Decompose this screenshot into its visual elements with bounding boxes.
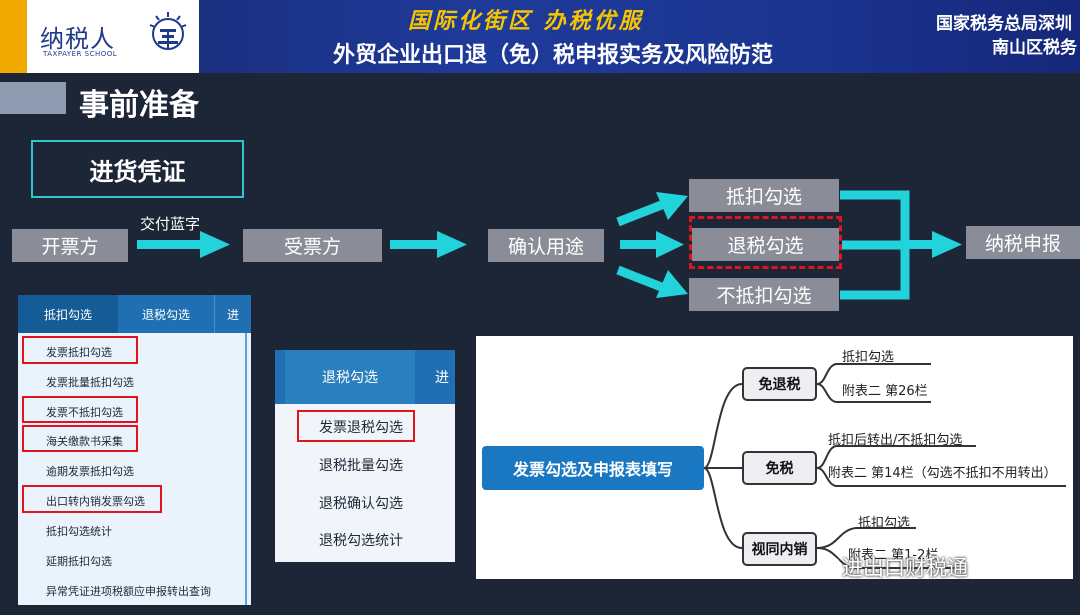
highlight-box [22,425,138,452]
issuer-node: 开票方 [12,229,128,262]
mindmap-panel: 发票勾选及申报表填写 免退税 抵扣勾选 附表二 第26栏 免税 抵扣后转出/不抵… [476,336,1073,579]
menu-item[interactable]: 发票不抵扣勾选 [46,406,123,419]
receiver-node: 受票方 [243,229,382,262]
deduct-menu-screenshot: 抵扣勾选 退税勾选 进 发票抵扣勾选 发票批量抵扣勾选 发票不抵扣勾选 海关缴款… [18,295,251,605]
menu-item[interactable]: 逾期发票抵扣勾选 [46,465,134,478]
highlight-box [22,396,138,423]
option-no-deduct: 不抵扣勾选 [689,278,839,311]
refund-tab-bar: 退税勾选 进 [275,350,455,404]
scroll-edge [245,333,247,605]
leaf-text: 抵扣勾选 [842,350,895,365]
section-marker [0,82,66,114]
leaf-text: 附表二 第26栏 [842,384,928,399]
branch-deemed-domestic: 视同内销 [742,532,817,566]
mindmap-root: 发票勾选及申报表填写 [482,446,704,490]
tab-deduct-select[interactable]: 抵扣勾选 [18,295,118,333]
menu-item[interactable]: 延期抵扣勾选 [46,555,112,568]
leaf-text: 抵扣后转出/不抵扣勾选 [828,433,963,448]
org-line-1: 国家税务总局深圳 [936,14,1072,34]
branch-exempt: 免税 [742,451,817,485]
tab-refund-select[interactable]: 退税勾选 [141,307,190,322]
slogan: 国际化街区 办税优服 [408,8,644,34]
leaf-text: 附表二 第1-2栏 [848,548,939,563]
menu-item[interactable]: 退税批量勾选 [319,458,403,474]
watermark: 进出口财税通 [842,556,968,580]
menu-item[interactable]: 退税确认勾选 [319,496,403,512]
option-deduct: 抵扣勾选 [689,179,839,212]
deduct-tab-bar: 抵扣勾选 退税勾选 进 [18,295,251,333]
menu-item[interactable]: 退税勾选统计 [319,533,403,549]
school-emblem-icon [149,12,187,50]
tab-more[interactable]: 进 [214,295,251,333]
menu-item[interactable]: 发票抵扣勾选 [46,346,112,359]
menu-item[interactable]: 异常凭证进项税额应申报转出查询 [46,585,211,598]
menu-item[interactable]: 发票批量抵扣勾选 [46,376,134,389]
logo-text: 纳税人 [40,25,115,53]
mindmap-connectors [703,363,1066,569]
option-refund: 退税勾选 [692,228,839,261]
branch-exempt-refund: 免退税 [742,367,817,401]
org-line-2: 南山区税务 [992,38,1077,58]
deliver-label: 交付蓝字 [140,215,201,233]
menu-item[interactable]: 海关缴款书采集 [46,435,123,448]
header-banner: 纳税人 TAXPAYER SCHOOL 国际化街区 办税优服 外贸企业出口退（免… [0,0,1080,73]
menu-item[interactable]: 出口转内销发票勾选 [46,495,145,508]
confirm-use-node: 确认用途 [488,229,604,262]
voucher-label-box: 进货凭证 [31,140,244,198]
leaf-text: 附表二 第14栏（勾选不抵扣不用转出） [828,466,1057,481]
tab-refund-select[interactable]: 退税勾选 [285,350,415,404]
wechat-icon [820,556,845,576]
tab-more[interactable]: 进 [435,370,449,386]
highlight-box [297,410,415,442]
section-title: 事前准备 [79,88,199,123]
tax-declaration-node: 纳税申报 [966,226,1080,259]
accent-stripe [0,0,27,73]
refund-highlight-frame [689,216,842,269]
course-title: 外贸企业出口退（免）税申报实务及风险防范 [333,43,774,68]
organization: 国家税务总局深圳 南山区税务 [936,12,1077,60]
logo-subtitle: TAXPAYER SCHOOL [43,50,118,58]
menu-item[interactable]: 发票退税勾选 [319,420,403,436]
leaf-text: 抵扣勾选 [858,516,911,531]
highlight-box [22,485,162,513]
refund-menu-screenshot: 退税勾选 进 发票退税勾选 退税批量勾选 退税确认勾选 退税勾选统计 [275,350,455,562]
menu-item[interactable]: 抵扣勾选统计 [46,525,112,538]
highlight-box [22,336,138,364]
